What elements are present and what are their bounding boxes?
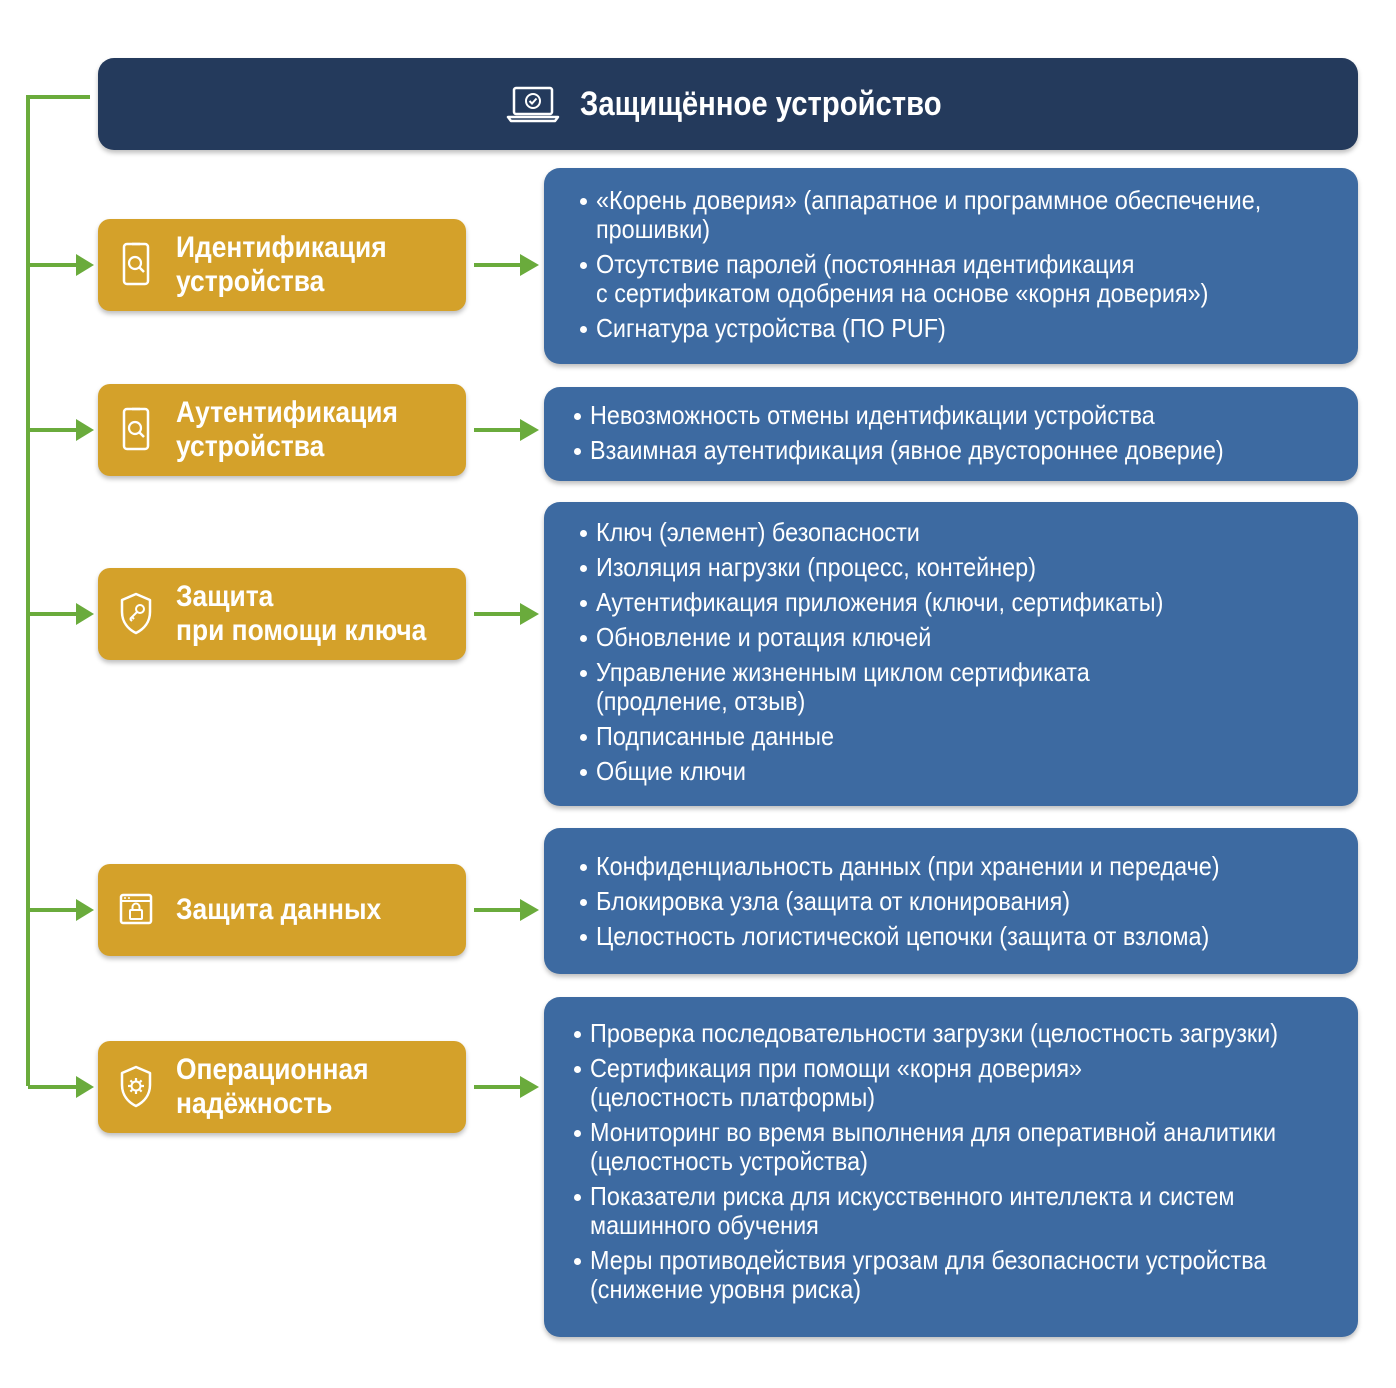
list-item-line: с сертификатом одобрения на основе «корн… — [596, 278, 1209, 308]
list-item-line: (продление, отзыв) — [596, 686, 806, 716]
list-item-line: «Корень доверия» (аппаратное и программн… — [596, 185, 1262, 215]
list-item: Изоляция нагрузки (процесс, контейнер) — [580, 553, 1348, 582]
laptop-check-icon — [506, 86, 560, 123]
list-item-line: Обновление и ротация ключей — [596, 622, 932, 652]
list-item: Взаимная аутентификация (явное двусторон… — [574, 436, 1348, 465]
list-item-line: машинного обучения — [590, 1210, 819, 1240]
list-item: Отсутствие паролей (постоянная идентифик… — [580, 250, 1348, 308]
category-label-line: Аутентификация — [176, 396, 398, 429]
arrow-head — [76, 603, 94, 625]
list-item: Сигнатура устройства (ПО PUF) — [580, 314, 1348, 343]
arrow-head — [520, 419, 539, 441]
list-item-line: Отсутствие паролей (постоянная идентифик… — [596, 249, 1135, 279]
phone-search-icon — [118, 406, 154, 452]
list-item: Меры противодействия угрозам для безопас… — [574, 1246, 1348, 1304]
category-label-line: Операционная — [176, 1053, 369, 1086]
list-item-line: Проверка последовательности загрузки (це… — [590, 1018, 1279, 1048]
category-label-line: при помощи ключа — [176, 614, 427, 647]
details-panel: Конфиденциальность данных (при хранении … — [544, 828, 1358, 974]
list-item-line: Конфиденциальность данных (при хранении … — [596, 851, 1220, 881]
list-item: Ключ (элемент) безопасности — [580, 518, 1348, 547]
list-item-line: Общие ключи — [596, 756, 746, 786]
list-item-line: Взаимная аутентификация (явное двусторон… — [590, 435, 1224, 465]
list-item: Аутентификация приложения (ключи, сертиф… — [580, 588, 1348, 617]
list-item-line: Показатели риска для искусственного инте… — [590, 1181, 1235, 1211]
phone-search-icon — [118, 241, 154, 287]
list-item-line: Невозможность отмены идентификации устро… — [590, 400, 1155, 430]
list-item: Общие ключи — [580, 757, 1348, 786]
list-item-line: (снижение уровня риска) — [590, 1274, 861, 1304]
connector-lines — [26, 95, 539, 1098]
arrow-head — [76, 899, 94, 921]
category-label-line: Идентификация — [176, 231, 387, 264]
arrow-head — [76, 419, 94, 441]
details-panel: Проверка последовательности загрузки (це… — [544, 997, 1358, 1337]
list-item: Блокировка узла (защита от клонирования) — [580, 887, 1348, 916]
shield-gear-icon — [118, 1063, 154, 1109]
list-item: Невозможность отмены идентификации устро… — [574, 401, 1348, 430]
list-item: Обновление и ротация ключей — [580, 623, 1348, 652]
details-list: Проверка последовательности загрузки (це… — [574, 1019, 1348, 1304]
browser-lock-icon — [118, 886, 154, 932]
category-label-line: устройства — [176, 265, 325, 298]
details-list: Невозможность отмены идентификации устро… — [574, 401, 1348, 465]
list-item: Целостность логистической цепочки (защит… — [580, 922, 1348, 951]
list-item-line: прошивки) — [596, 214, 711, 244]
list-item: Управление жизненным циклом сертификата(… — [580, 658, 1348, 716]
arrow-head — [76, 1076, 94, 1098]
arrow-head — [520, 899, 539, 921]
arrow-head — [76, 254, 94, 276]
list-item: Мониторинг во время выполнения для опера… — [574, 1118, 1348, 1176]
arrow-head — [520, 603, 539, 625]
arrow-head — [520, 1076, 539, 1098]
arrow-head — [520, 254, 539, 276]
category-label-line: Защита — [176, 580, 274, 613]
header-title: Защищённое устройство — [579, 84, 942, 123]
category-label-line: надёжность — [176, 1087, 333, 1120]
list-item: Конфиденциальность данных (при хранении … — [580, 852, 1348, 881]
list-item-line: (целостность устройства) — [590, 1146, 868, 1176]
list-item: Проверка последовательности загрузки (це… — [574, 1019, 1348, 1048]
list-item-line: Сертификация при помощи «корня доверия» — [590, 1053, 1083, 1083]
list-item-line: Целостность логистической цепочки (защит… — [596, 921, 1210, 951]
details-panel: Невозможность отмены идентификации устро… — [544, 387, 1358, 481]
list-item-line: Меры противодействия угрозам для безопас… — [590, 1245, 1267, 1275]
list-item-line: Аутентификация приложения (ключи, сертиф… — [596, 587, 1164, 617]
list-item: Подписанные данные — [580, 722, 1348, 751]
category-label: Защита данных — [176, 893, 409, 927]
list-item: Показатели риска для искусственного инте… — [574, 1182, 1348, 1240]
category-label-line: Защита данных — [176, 893, 382, 926]
list-item-line: Мониторинг во время выполнения для опера… — [590, 1117, 1277, 1147]
list-item: Сертификация при помощи «корня доверия»(… — [574, 1054, 1348, 1112]
category-label-line: устройства — [176, 430, 325, 463]
shield-key-icon — [118, 590, 154, 636]
list-item-line: (целостность платформы) — [590, 1082, 876, 1112]
details-panel: «Корень доверия» (аппаратное и программн… — [544, 168, 1358, 364]
details-list: Конфиденциальность данных (при хранении … — [580, 852, 1348, 951]
details-list: «Корень доверия» (аппаратное и программн… — [580, 186, 1348, 343]
list-item-line: Изоляция нагрузки (процесс, контейнер) — [596, 552, 1036, 582]
list-item-line: Сигнатура устройства (ПО PUF) — [596, 313, 946, 343]
header-banner: Защищённое устройство — [98, 58, 1358, 150]
list-item: «Корень доверия» (аппаратное и программн… — [580, 186, 1348, 244]
list-item-line: Управление жизненным циклом сертификата — [596, 657, 1090, 687]
category-box: Защита данных — [98, 864, 466, 956]
list-item-line: Блокировка узла (защита от клонирования) — [596, 886, 1071, 916]
list-item-line: Подписанные данные — [596, 721, 834, 751]
list-item-line: Ключ (элемент) безопасности — [596, 517, 920, 547]
